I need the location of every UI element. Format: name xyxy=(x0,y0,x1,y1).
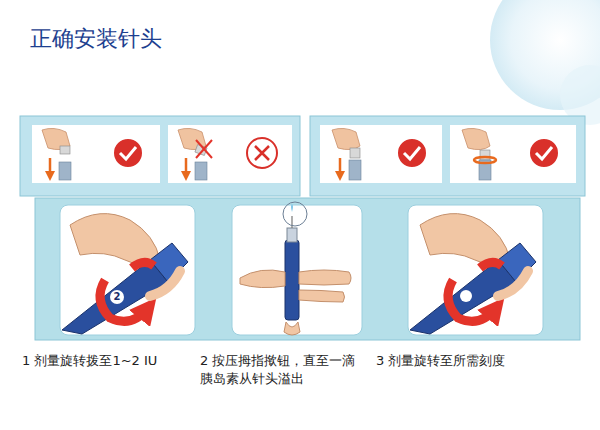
step-caption: 3 剂量旋转至所需刻度 xyxy=(376,352,586,370)
needle-attach-figure xyxy=(462,128,559,180)
band xyxy=(35,198,580,340)
pen-dial-figure xyxy=(62,214,188,334)
step-caption-box: 1 剂量旋转拨至1~2 IU xyxy=(22,352,172,370)
needle-attach-figure xyxy=(42,128,143,180)
step-caption-box: 2 按压拇指揿钮，直至一滴胰岛素从针头溢出 xyxy=(200,352,368,387)
needle-attach-figure xyxy=(332,128,427,180)
needle-attach-figure xyxy=(178,128,277,180)
step-caption: 1 剂量旋转拨至1~2 IU xyxy=(22,352,172,370)
slide-title: 正确安装针头 xyxy=(30,24,162,54)
pen-dial-figure xyxy=(410,214,536,334)
dial-number: 2 xyxy=(110,290,124,304)
step-caption-box: 3 剂量旋转至所需刻度 xyxy=(376,352,586,370)
band xyxy=(20,116,300,196)
step-panels xyxy=(32,125,576,183)
step-caption: 2 按压拇指揿钮，直至一滴胰岛素从针头溢出 xyxy=(200,352,368,387)
band xyxy=(310,116,585,196)
pen-prime-figure xyxy=(240,202,351,335)
